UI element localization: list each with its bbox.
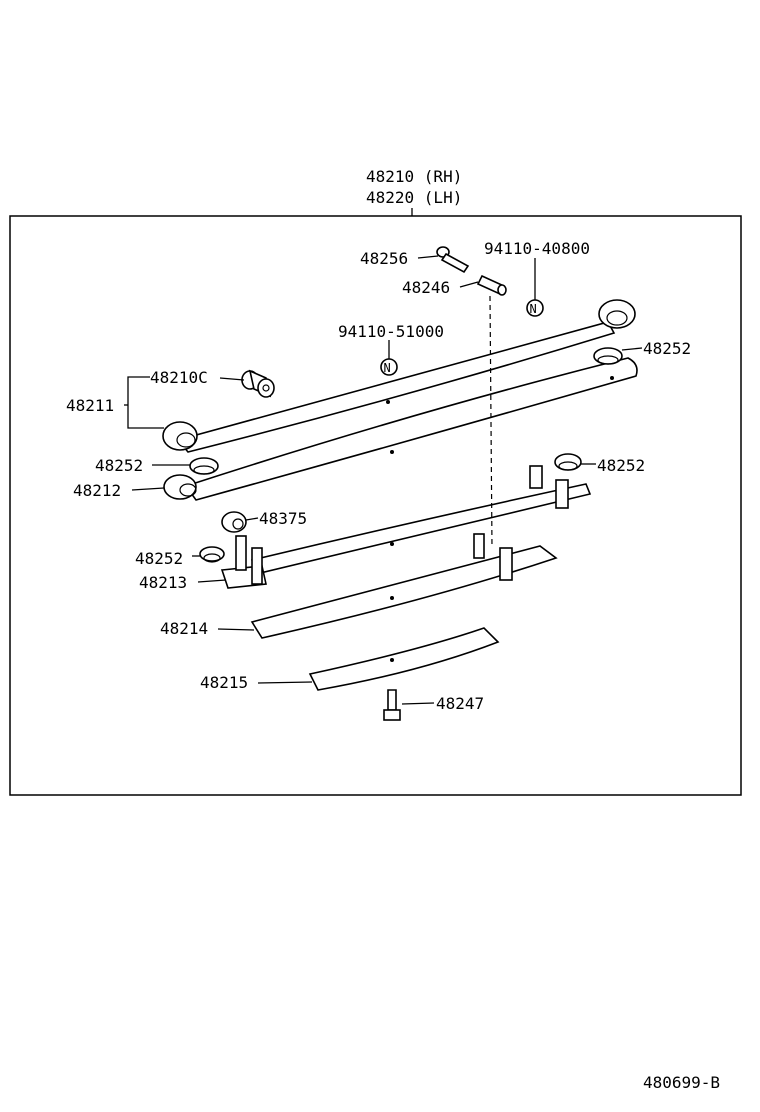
leader-48252-a [621,347,643,351]
leader-48246 [459,281,479,288]
assembly-rh-label: 48210 (RH) [366,167,462,186]
part-label-48246: 48246 [402,278,450,297]
part-label-48214: 48214 [160,619,208,638]
center-bolt-48247 [383,689,401,721]
leader-48213 [197,579,227,583]
silencer-48252-a [593,347,623,365]
pin-48246 [476,274,507,296]
assembly-lh-label: 48220 (LH) [366,188,462,207]
part-label-48252-d: 48252 [135,549,183,568]
part-label-48252-a: 48252 [643,339,691,358]
bumper-48375 [221,511,247,533]
part-label-48212: 48212 [73,481,121,500]
leader-48214 [217,628,255,631]
nut-symbol-label: N [530,302,537,316]
part-label-48247: 48247 [436,694,484,713]
leader-48210c [219,377,245,381]
part-label-48215: 48215 [200,673,248,692]
drawing-number: 480699-B [643,1073,720,1092]
silencer-48252-c [554,453,582,471]
silencer-48252-d [199,546,225,563]
part-label-48256: 48256 [360,249,408,268]
part-label-48252-c: 48252 [597,456,645,475]
pin-centerline [489,295,493,549]
leader-48247 [401,702,435,705]
leaf-48211 [162,299,636,453]
part-label-48213: 48213 [139,573,187,592]
part-label-48375: 48375 [259,509,307,528]
bolt-48256 [436,246,470,274]
leader-48212 [131,487,165,491]
leader-48215 [257,681,313,684]
part-label-48210c: 48210C [150,368,208,387]
leader-48375 [245,517,259,521]
nut-symbol-94110-40800: N [526,299,544,317]
leaf-48213 [220,465,592,589]
diagram-frame [9,215,742,796]
leader-48256 [417,255,439,259]
leaf-48214 [250,533,558,639]
leaf-48215 [308,627,500,691]
part-label-48252-b: 48252 [95,456,143,475]
bushing-48210c [241,369,275,398]
nut-symbol-label: N [384,361,391,375]
nut-symbol-94110-51000: N [380,358,398,376]
part-label-48211: 48211 [66,396,114,415]
part-label-94110-51000: 94110-51000 [338,322,444,341]
leaf-48212 [163,357,638,501]
silencer-48252-b [189,457,219,475]
part-label-94110-40800: 94110-40800 [484,239,590,258]
leader-48211-bracket [127,376,164,429]
